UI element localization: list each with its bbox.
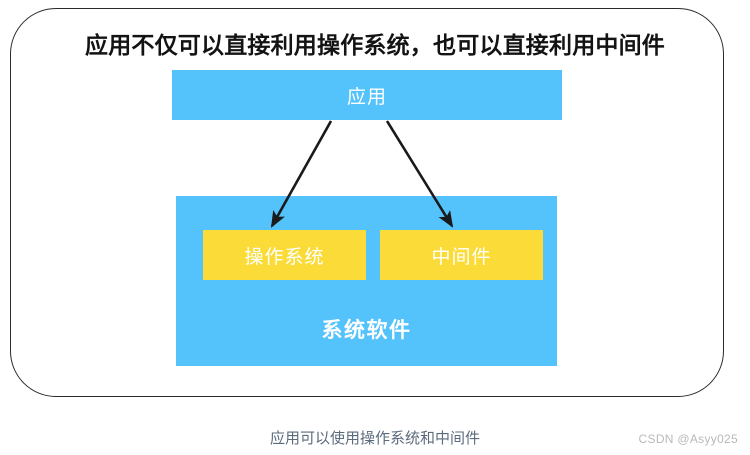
application-box: 应用 bbox=[172, 70, 562, 120]
page-title: 应用不仅可以直接利用操作系统，也可以直接利用中间件 bbox=[85, 32, 665, 58]
middleware-box: 中间件 bbox=[380, 230, 543, 280]
middleware-box-label: 中间件 bbox=[431, 246, 492, 268]
system-software-box: 操作系统 中间件 系统软件 bbox=[176, 196, 557, 366]
figure-caption: 应用可以使用操作系统和中间件 bbox=[269, 430, 480, 447]
system-software-box-label: 系统软件 bbox=[321, 319, 412, 342]
operating-system-box-label: 操作系统 bbox=[244, 246, 325, 268]
application-box-label: 应用 bbox=[346, 86, 387, 108]
watermark-label: CSDN @Asyy025 bbox=[638, 432, 738, 446]
operating-system-box: 操作系统 bbox=[203, 230, 366, 280]
